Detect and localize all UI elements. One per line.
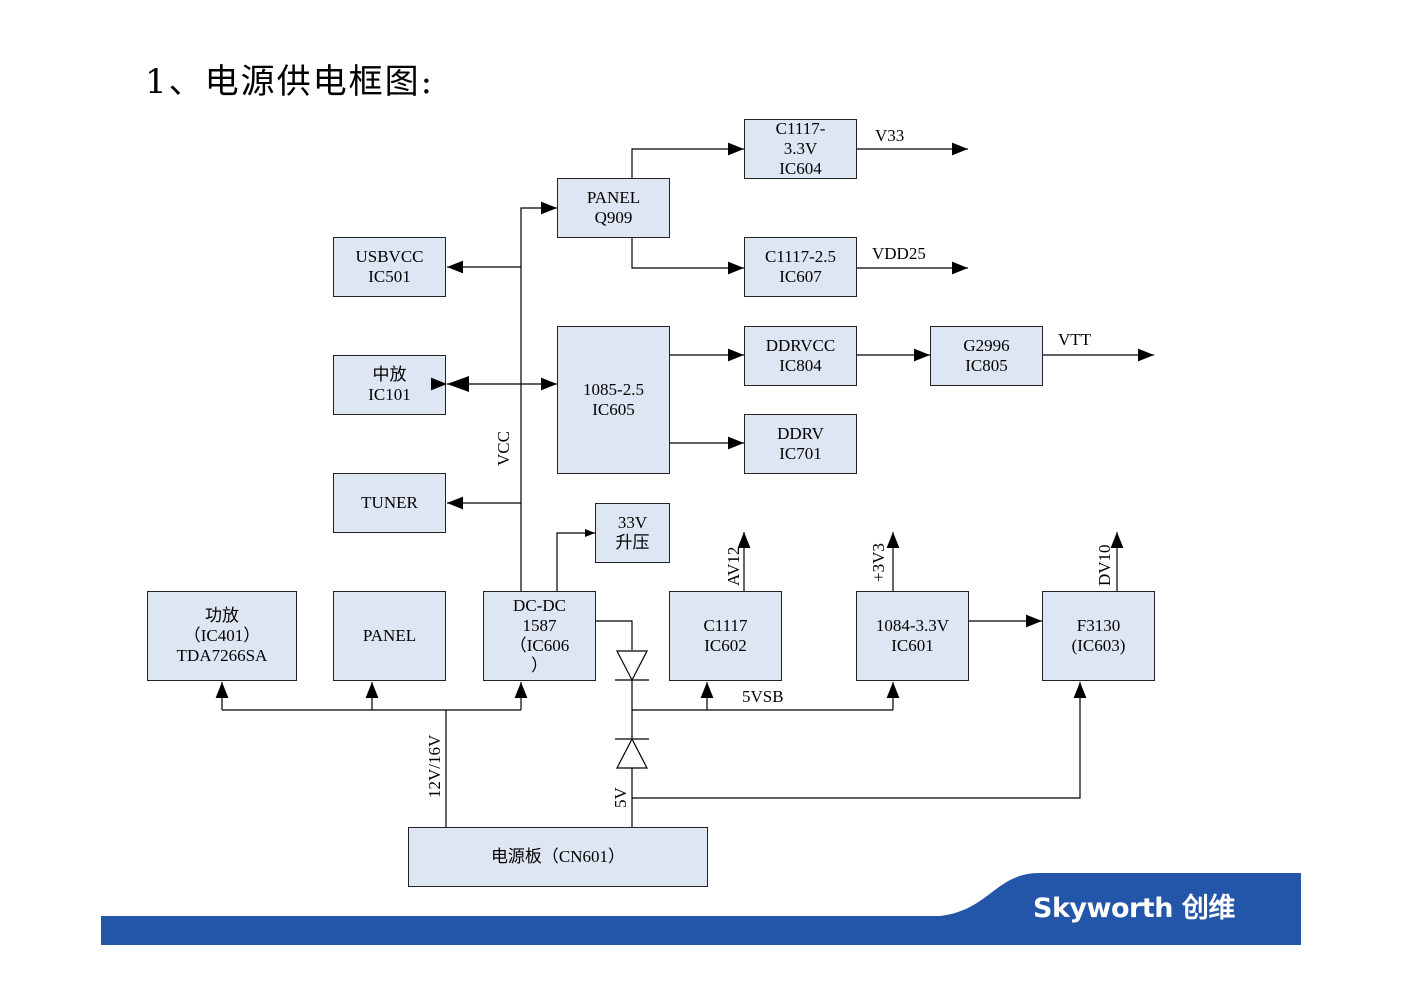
block-line: C1117-2.5 xyxy=(765,247,836,266)
block-line: DDRVCC xyxy=(765,336,836,355)
block-tuner: TUNER xyxy=(333,473,446,533)
block-line: IC604 xyxy=(779,159,822,178)
label-vcc: VCC xyxy=(494,431,513,466)
label-5vsb: 5VSB xyxy=(742,687,784,706)
block-ic701: DDRV IC701 xyxy=(744,414,857,474)
label-vtt: VTT xyxy=(1058,330,1092,349)
block-line: 1587 xyxy=(522,616,557,635)
block-line: 3.3V xyxy=(783,139,818,158)
block-line: DC-DC xyxy=(513,596,566,615)
brand-logo: Skyworth 创维 xyxy=(1033,893,1235,924)
block-line: （IC401） xyxy=(183,626,261,645)
block-line: C1117- xyxy=(775,119,826,138)
block-line: IC701 xyxy=(779,444,822,463)
block-line: IC601 xyxy=(891,636,934,655)
block-ic604: C1117- 3.3V IC604 xyxy=(744,119,857,179)
block-line: PANEL xyxy=(362,626,417,645)
block-ic607: C1117-2.5 IC607 xyxy=(744,237,857,297)
label-vdd25: VDD25 xyxy=(872,244,926,263)
block-line: IC101 xyxy=(368,385,411,404)
block-line: TDA7266SA xyxy=(176,646,268,665)
block-ic401: 功放 （IC401） TDA7266SA xyxy=(147,591,297,681)
block-line: DDRV xyxy=(777,424,824,443)
block-line: 中放 xyxy=(372,365,407,384)
block-boost: 33V 升压 xyxy=(595,503,670,563)
label-v33: V33 xyxy=(875,126,904,145)
wire-q909-ic607 xyxy=(631,238,744,275)
block-line: USBVCC xyxy=(355,247,424,266)
block-ic605: 1085-2.5 IC605 xyxy=(557,326,670,474)
label-3v3: +3V3 xyxy=(869,543,888,582)
block-line: Q909 xyxy=(594,208,633,227)
block-line: 功放 xyxy=(205,606,239,625)
block-line: ） xyxy=(531,656,548,675)
label-5v: 5V xyxy=(611,787,630,809)
label-dv10: DV10 xyxy=(1095,544,1114,586)
block-line: 升压 xyxy=(615,533,650,552)
block-line: IC605 xyxy=(592,400,635,419)
block-ic804: DDRVCC IC804 xyxy=(744,326,857,386)
diode-2 xyxy=(615,737,649,769)
block-cn601: 电源板（CN601） xyxy=(408,827,708,887)
wire-5v-ic603 xyxy=(632,682,1087,799)
page-title: 1、电源供电框图: xyxy=(145,62,435,102)
block-line: IC805 xyxy=(965,356,1008,375)
block-line: C1117 xyxy=(703,616,748,635)
block-ic601: 1084-3.3V IC601 xyxy=(856,591,969,681)
block-ic603: F3130 (IC603) xyxy=(1042,591,1155,681)
label-av12: AV12 xyxy=(724,547,743,586)
block-line: F3130 xyxy=(1076,616,1121,635)
block-line: 电源板（CN601） xyxy=(490,847,626,866)
block-q909: PANEL Q909 xyxy=(557,178,670,238)
wire-vcc xyxy=(520,201,557,591)
block-line: IC501 xyxy=(368,267,411,286)
block-line: (IC603) xyxy=(1071,636,1126,655)
block-line: G2996 xyxy=(963,336,1010,355)
arrowhead-ic101 xyxy=(447,376,469,392)
footer-bar xyxy=(101,916,1301,945)
block-line: 33V xyxy=(617,513,648,532)
wire-q909-ic604 xyxy=(631,142,744,178)
block-ic805: G2996 IC805 xyxy=(930,326,1043,386)
diode-1 xyxy=(615,650,649,682)
block-line: IC804 xyxy=(779,356,822,375)
block-ic606: DC-DC 1587 （IC606 ） xyxy=(483,591,596,681)
block-line: 1084-3.3V xyxy=(875,616,950,635)
block-ic602: C1117 IC602 xyxy=(669,591,782,681)
wire-boost xyxy=(556,529,595,591)
block-line: PANEL xyxy=(586,188,641,207)
label-12v16v: 12V/16V xyxy=(425,734,444,798)
block-line: IC607 xyxy=(779,267,822,286)
block-panel: PANEL xyxy=(333,591,446,681)
block-line: IC602 xyxy=(704,636,747,655)
block-line: （IC606 xyxy=(509,636,570,655)
block-line: 1085-2.5 xyxy=(583,380,644,399)
block-ic501: USBVCC IC501 xyxy=(333,237,446,297)
wire-dcdc-out xyxy=(596,620,633,650)
block-line: TUNER xyxy=(361,493,418,512)
